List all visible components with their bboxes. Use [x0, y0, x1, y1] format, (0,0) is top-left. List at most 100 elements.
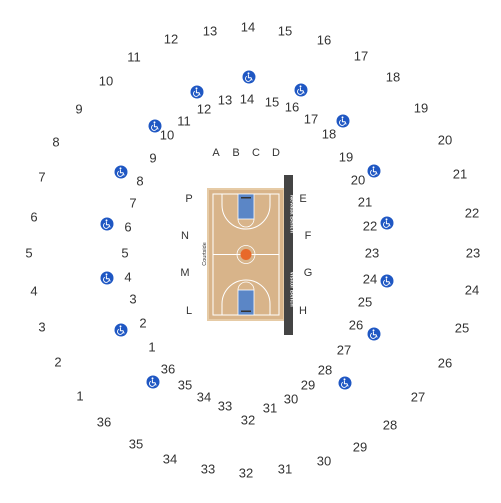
section-18-lower[interactable]: 18 — [322, 126, 336, 141]
section-23-lower[interactable]: 23 — [365, 245, 379, 260]
section-18-upper[interactable]: 18 — [386, 69, 400, 84]
section-6-upper[interactable]: 6 — [30, 209, 37, 224]
visitor-bench-label: Visitor Bench — [289, 271, 295, 307]
section-17-upper[interactable]: 17 — [354, 48, 368, 63]
section-5-lower[interactable]: 5 — [121, 245, 128, 260]
section-15-lower[interactable]: 15 — [265, 94, 279, 109]
section-36-lower[interactable]: 36 — [161, 361, 175, 376]
section-4-upper[interactable]: 4 — [30, 283, 37, 298]
floor-row-h[interactable]: H — [299, 305, 307, 317]
section-33-upper[interactable]: 33 — [201, 461, 215, 476]
section-12-upper[interactable]: 12 — [164, 31, 178, 46]
basketball-icon — [240, 249, 252, 260]
wheelchair-icon — [367, 327, 381, 341]
section-35-lower[interactable]: 35 — [178, 377, 192, 392]
floor-row-n[interactable]: N — [181, 230, 189, 242]
section-28-lower[interactable]: 28 — [318, 362, 332, 377]
floor-row-f[interactable]: F — [305, 230, 312, 242]
section-21-upper[interactable]: 21 — [453, 166, 467, 181]
section-34-lower[interactable]: 34 — [197, 389, 211, 404]
floor-row-g[interactable]: G — [304, 267, 313, 279]
section-32-upper[interactable]: 32 — [239, 465, 253, 480]
section-9-lower[interactable]: 9 — [149, 150, 156, 165]
section-8-lower[interactable]: 8 — [136, 173, 143, 188]
section-2-upper[interactable]: 2 — [54, 354, 61, 369]
section-23-upper[interactable]: 23 — [466, 245, 480, 260]
section-24-upper[interactable]: 24 — [465, 282, 479, 297]
section-27-lower[interactable]: 27 — [337, 342, 351, 357]
section-36-upper[interactable]: 36 — [97, 414, 111, 429]
section-29-upper[interactable]: 29 — [353, 439, 367, 454]
floor-row-l[interactable]: L — [186, 305, 192, 317]
floor-row-p[interactable]: P — [185, 193, 192, 205]
section-14-lower[interactable]: 14 — [240, 91, 254, 106]
section-21-lower[interactable]: 21 — [358, 194, 372, 209]
section-9-upper[interactable]: 9 — [75, 101, 82, 116]
floor-row-c[interactable]: C — [252, 147, 260, 159]
wheelchair-icon — [367, 164, 381, 178]
section-7-lower[interactable]: 7 — [129, 195, 136, 210]
section-13-upper[interactable]: 13 — [203, 23, 217, 38]
backboard-bottom — [241, 310, 251, 312]
section-4-lower[interactable]: 4 — [124, 269, 131, 284]
section-32-lower[interactable]: 32 — [241, 412, 255, 427]
section-16-upper[interactable]: 16 — [317, 32, 331, 47]
section-8-upper[interactable]: 8 — [52, 134, 59, 149]
section-15-upper[interactable]: 15 — [278, 23, 292, 38]
section-11-lower[interactable]: 11 — [177, 113, 191, 128]
section-27-upper[interactable]: 27 — [411, 389, 425, 404]
section-3-lower[interactable]: 3 — [129, 291, 136, 306]
section-26-lower[interactable]: 26 — [349, 317, 363, 332]
section-25-lower[interactable]: 25 — [358, 294, 372, 309]
section-11-upper[interactable]: 11 — [127, 49, 141, 64]
floor-row-e[interactable]: E — [299, 193, 306, 205]
wheelchair-icon — [114, 323, 128, 337]
floor-row-m[interactable]: M — [180, 267, 189, 279]
paint-bottom — [237, 289, 255, 316]
wheelchair-icon — [146, 375, 160, 389]
section-33-lower[interactable]: 33 — [218, 398, 232, 413]
section-6-lower[interactable]: 6 — [124, 219, 131, 234]
floor-row-b[interactable]: B — [232, 147, 239, 159]
section-2-lower[interactable]: 2 — [139, 315, 146, 330]
section-7-upper[interactable]: 7 — [38, 169, 45, 184]
section-34-upper[interactable]: 34 — [163, 451, 177, 466]
section-13-lower[interactable]: 13 — [218, 92, 232, 107]
section-30-lower[interactable]: 30 — [284, 391, 298, 406]
section-20-upper[interactable]: 20 — [438, 132, 452, 147]
section-19-lower[interactable]: 19 — [339, 149, 353, 164]
section-30-upper[interactable]: 30 — [317, 453, 331, 468]
section-31-upper[interactable]: 31 — [278, 461, 292, 476]
section-10-lower[interactable]: 10 — [160, 127, 174, 142]
section-22-lower[interactable]: 22 — [363, 218, 377, 233]
section-16-lower[interactable]: 16 — [285, 99, 299, 114]
section-22-upper[interactable]: 22 — [465, 205, 479, 220]
section-12-lower[interactable]: 12 — [197, 101, 211, 116]
section-10-upper[interactable]: 10 — [99, 73, 113, 88]
section-5-upper[interactable]: 5 — [25, 245, 32, 260]
courtside-label: Courtside — [202, 242, 208, 266]
section-24-lower[interactable]: 24 — [363, 271, 377, 286]
section-35-upper[interactable]: 35 — [129, 436, 143, 451]
wheelchair-icon — [190, 85, 204, 99]
section-14-upper[interactable]: 14 — [241, 19, 255, 34]
section-28-upper[interactable]: 28 — [383, 417, 397, 432]
section-31-lower[interactable]: 31 — [263, 400, 277, 415]
section-25-upper[interactable]: 25 — [455, 320, 469, 335]
three-point-arc-bottom — [221, 279, 271, 315]
section-19-upper[interactable]: 19 — [414, 100, 428, 115]
wheelchair-icon — [338, 376, 352, 390]
section-17-lower[interactable]: 17 — [304, 111, 318, 126]
section-20-lower[interactable]: 20 — [351, 172, 365, 187]
section-26-upper[interactable]: 26 — [438, 355, 452, 370]
section-1-upper[interactable]: 1 — [76, 388, 83, 403]
section-3-upper[interactable]: 3 — [38, 319, 45, 334]
section-29-lower[interactable]: 29 — [301, 377, 315, 392]
wheelchair-icon — [100, 217, 114, 231]
floor-row-d[interactable]: D — [272, 147, 280, 159]
floor-row-a[interactable]: A — [212, 147, 220, 159]
section-1-lower[interactable]: 1 — [148, 339, 155, 354]
